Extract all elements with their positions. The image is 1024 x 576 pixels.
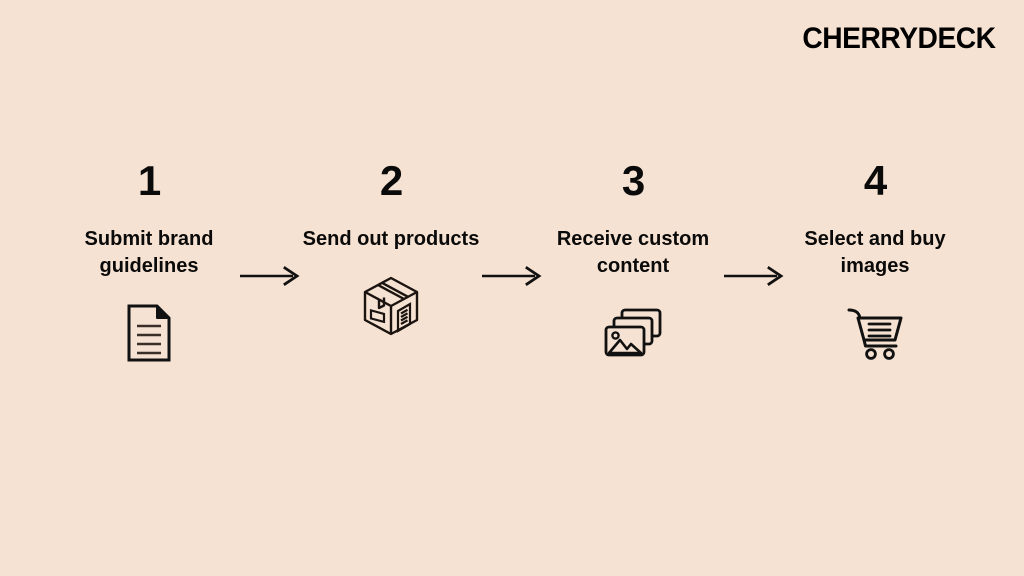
- step-number: 1: [137, 157, 161, 204]
- photos-stack-icon: [603, 302, 663, 364]
- process-step-4: 4 Select and buy images: [790, 160, 960, 364]
- process-step-3: 3 Receive custom content: [548, 160, 718, 364]
- brand-logo: CHERRYDECK: [802, 22, 997, 55]
- process-step-2: 2 Send out products: [303, 157, 479, 337]
- step-label: Receive custom content: [556, 228, 710, 277]
- step-number: 4: [863, 157, 887, 204]
- arrow-right-icon: [718, 265, 790, 287]
- package-box-icon: [361, 275, 421, 337]
- step-number: 2: [379, 157, 403, 204]
- step-number: 3: [621, 157, 645, 204]
- process-step-1: 1 Submit brand guidelines: [64, 160, 234, 364]
- arrow-right-icon: [476, 265, 548, 287]
- arrow-right-icon: [234, 265, 306, 287]
- step-label: Send out products: [302, 228, 480, 250]
- step-label: Select and buy images: [804, 228, 946, 277]
- document-icon: [119, 302, 179, 364]
- step-label: Submit brand guidelines: [84, 228, 214, 277]
- process-steps: 1 Submit brand guidelines 2 Send out pro…: [0, 160, 1024, 364]
- shopping-cart-icon: [845, 302, 905, 364]
